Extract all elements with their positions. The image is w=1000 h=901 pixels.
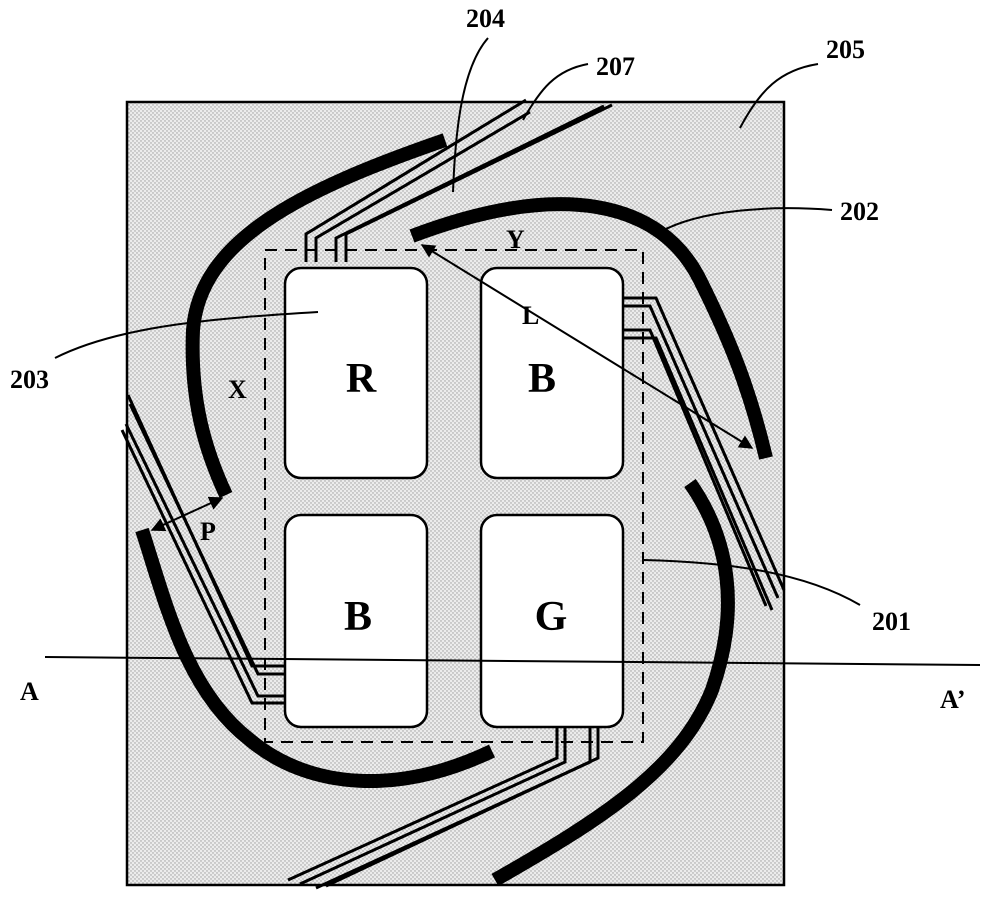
chip-letter-b-top: B — [528, 356, 556, 402]
leader-202 — [659, 207, 833, 233]
label-l: L — [522, 301, 539, 330]
arc-top-left — [185, 133, 448, 498]
label-203: 203 — [10, 365, 49, 394]
lead-bottom — [287, 727, 600, 890]
label-x: X — [228, 375, 247, 404]
label-a-right: A’ — [940, 685, 966, 714]
arc-bottom-left — [135, 527, 496, 788]
label-202: 202 — [840, 197, 879, 226]
leader-201 — [642, 559, 861, 606]
label-207: 207 — [596, 52, 635, 81]
chip-letter-g: G — [535, 594, 568, 640]
chip-letter-b-bottom: B — [344, 594, 372, 640]
leader-207 — [522, 63, 589, 121]
label-204: 204 — [466, 4, 505, 33]
leader-204 — [452, 37, 489, 193]
arc-bottom-right — [491, 478, 735, 887]
chip-letter-r: R — [346, 356, 377, 402]
dimension-arrow-p — [150, 496, 224, 532]
lead-top — [304, 98, 613, 262]
label-p: P — [200, 517, 216, 546]
leader-205 — [739, 63, 819, 129]
chip-g — [479, 513, 625, 729]
chip-b-bottom — [283, 513, 429, 729]
label-y: Y — [506, 225, 525, 254]
dimension-arrow-l — [420, 244, 754, 449]
label-205: 205 — [826, 35, 865, 64]
leader-203 — [54, 311, 319, 359]
label-201: 201 — [872, 607, 911, 636]
section-line-a — [44, 656, 981, 666]
label-a-left: A — [20, 677, 39, 706]
